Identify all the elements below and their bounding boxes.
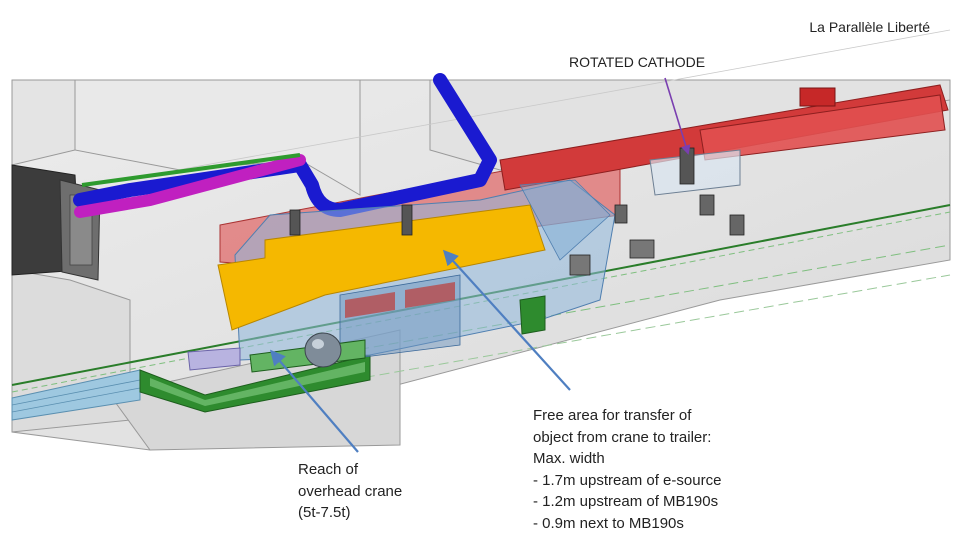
crane-reach-zone (217, 204, 546, 331)
vacuum-chamber (304, 332, 342, 368)
small-module (187, 347, 241, 371)
transfer-note-line: - 0.9m next to MB190s (533, 514, 684, 532)
transfer-note-line: - 1.7m upstream of e-source (533, 471, 722, 489)
crane-reach-line: overhead crane (298, 482, 403, 500)
transfer-note-line: - 1.2m upstream of MB190s (533, 493, 719, 510)
crane-reach-line: Reach of (298, 461, 359, 478)
transfer-note-line: object from crane to trailer: (533, 428, 712, 446)
electron-source-block (11, 164, 101, 281)
arrow-icon (269, 349, 359, 453)
transfer-note-line: Free area for transfer of (533, 407, 692, 424)
page-title: La Parallèle Liberté (809, 19, 930, 35)
transfer-note-line: Max. width (533, 450, 605, 467)
crane-reach-line: (5t-7.5t) (298, 504, 351, 521)
green-walkway (139, 354, 371, 413)
transfer-area-note: Free area for transfer of object from cr… (533, 405, 721, 534)
rotated-cathode-label: ROTATED CATHODE (569, 54, 706, 70)
blue-channel (11, 369, 141, 421)
crane-reach-note: Reach of overhead crane (5t-7.5t) (298, 459, 402, 524)
arrow-icon (442, 249, 571, 391)
mb190-magnets (345, 282, 455, 318)
rotated-cathode-assembly (289, 147, 745, 276)
arrow-icon (664, 77, 691, 155)
beam-pipes (73, 73, 497, 218)
